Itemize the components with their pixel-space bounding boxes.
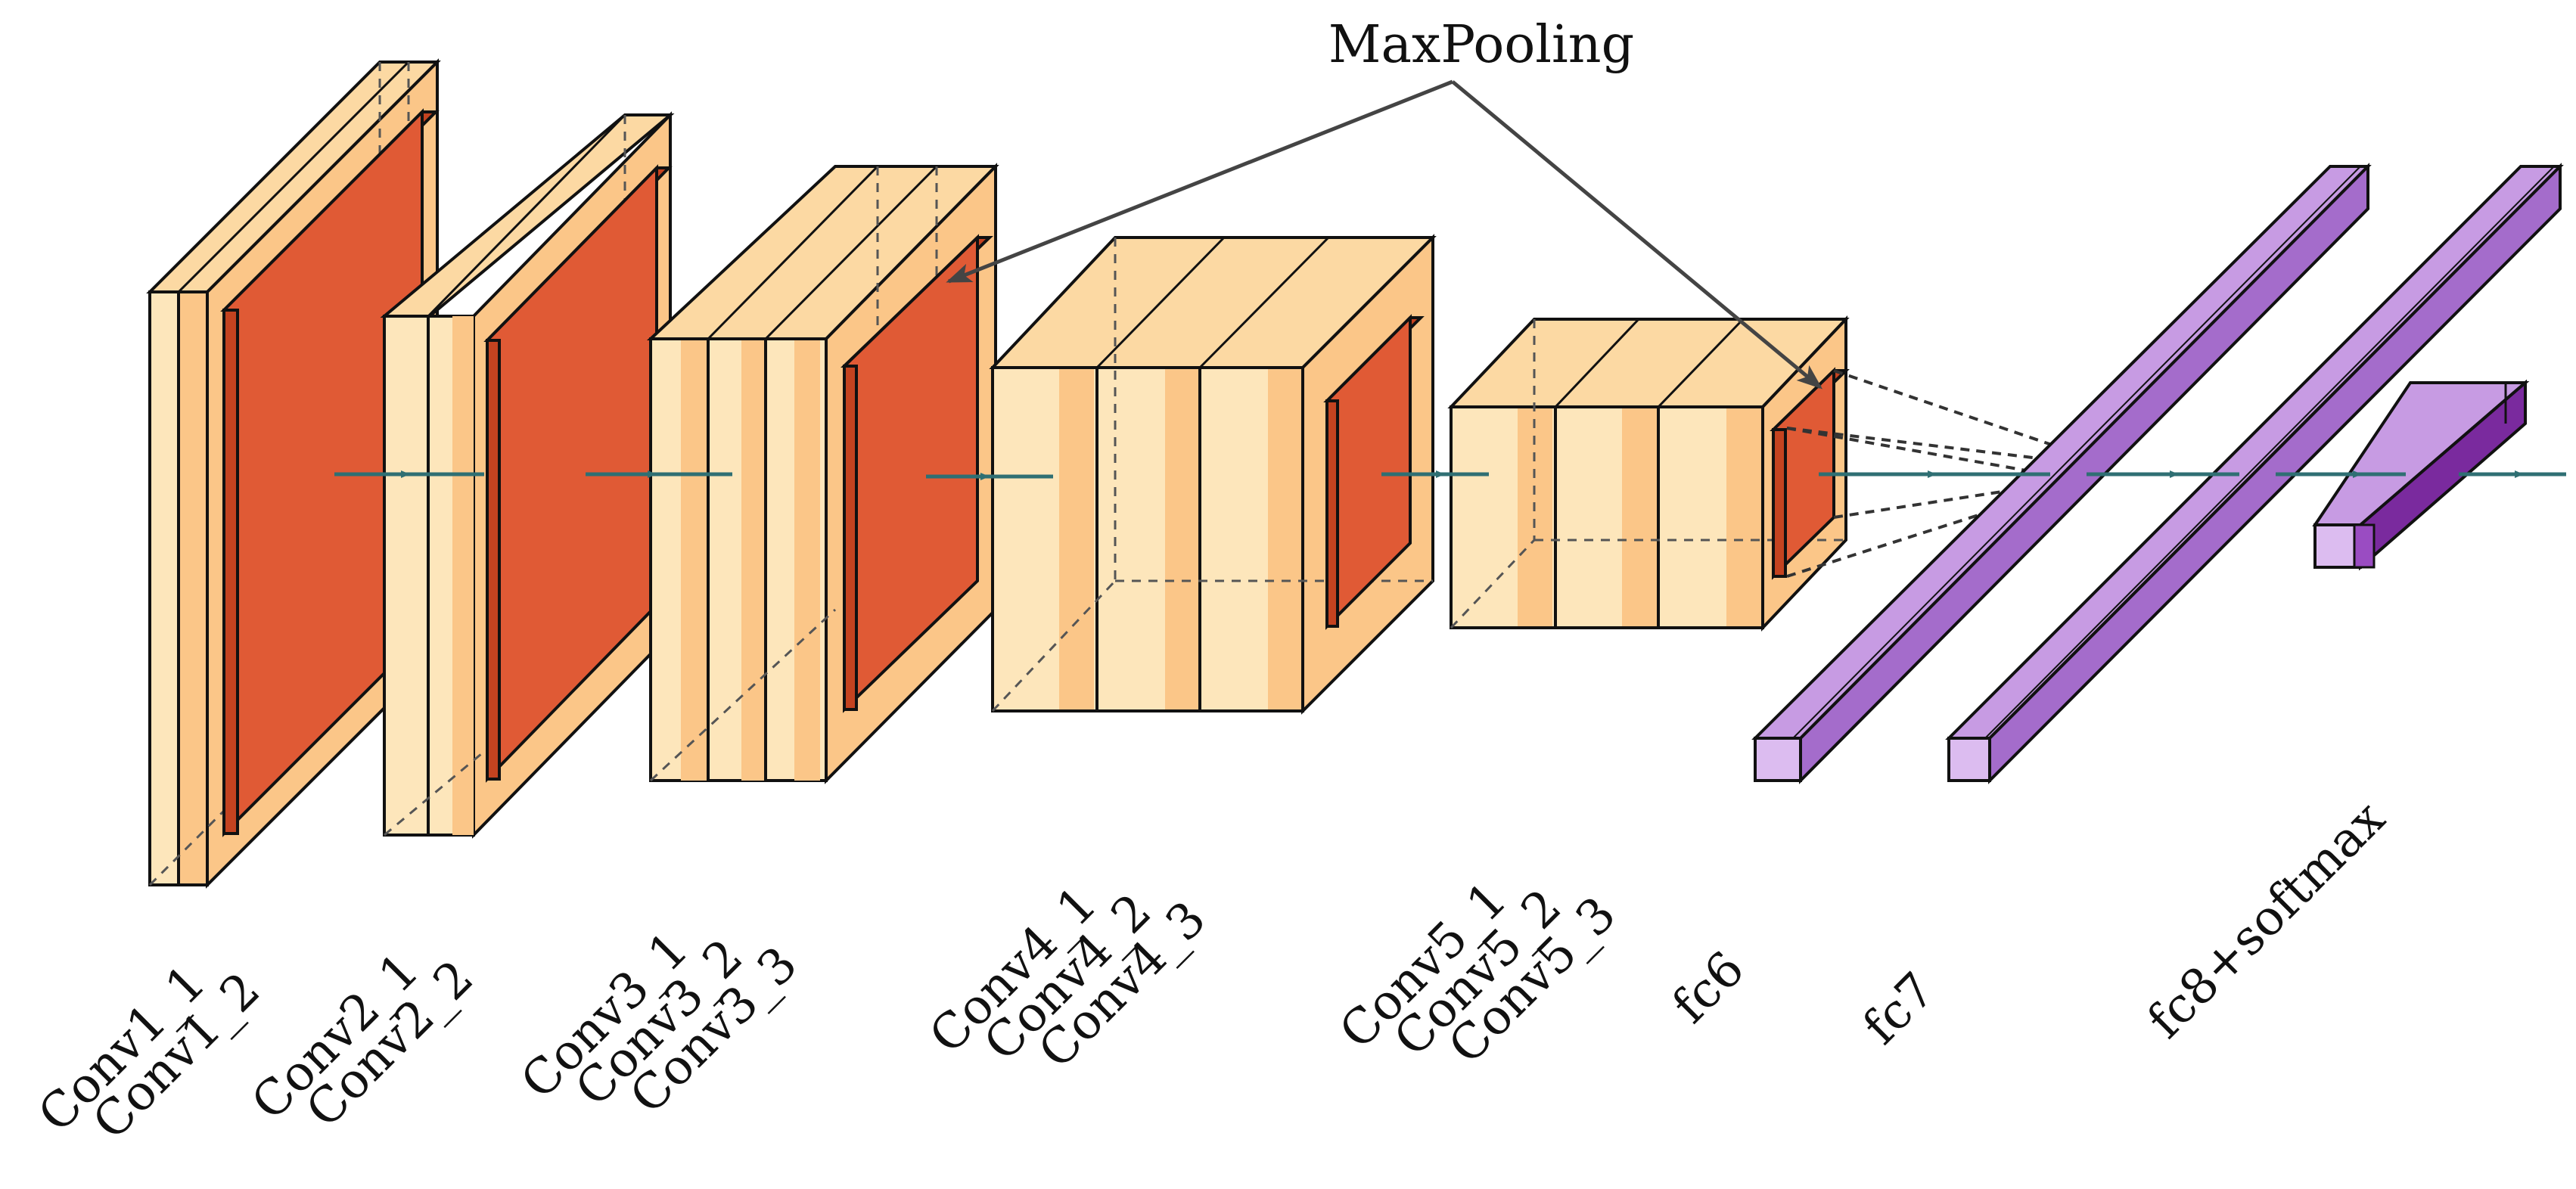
pool4-layer [1323,314,1425,630]
conv5-block [1447,315,1850,632]
fc6-label-group: fc6 [1662,941,1755,1034]
conv4-block [989,234,1437,715]
conv2-labels: Conv2_1 Conv2_2 [241,942,484,1138]
conv1-block [146,58,441,889]
fc8-layer [2312,379,2530,571]
fc7-label-group: fc7 [1853,962,1946,1055]
conv5-labels: Conv5_1 Conv5_2 Conv5_3 [1329,871,1627,1075]
conv1-labels: Conv1_1 Conv1_2 [28,955,271,1150]
label-fc6: fc6 [1662,941,1755,1034]
conv3-block [646,163,999,784]
conv4-labels: Conv4_1 Conv4_2 Conv4_3 [919,876,1217,1079]
maxpooling-label: MaxPooling [1328,15,1634,75]
fc8-label-group: fc8+softmax [2137,790,2396,1049]
pool5-layer [1770,367,1850,580]
fc6-layer [1751,163,2372,784]
label-fc8-softmax: fc8+softmax [2137,790,2396,1049]
conv2-block [380,111,675,839]
pool2-layer [483,164,673,783]
layer-labels: Conv1_1 Conv1_2 Conv2_1 Conv2_2 Conv3_1 … [28,790,2396,1150]
flow-arrows [334,470,2566,480]
fc7-layer [1945,163,2564,784]
conv3-labels: Conv3_1 Conv3_2 Conv3_3 [511,921,808,1125]
label-fc7: fc7 [1853,962,1946,1055]
pool1-layer [220,108,440,837]
maxpooling-annotation: MaxPooling [946,15,1823,390]
